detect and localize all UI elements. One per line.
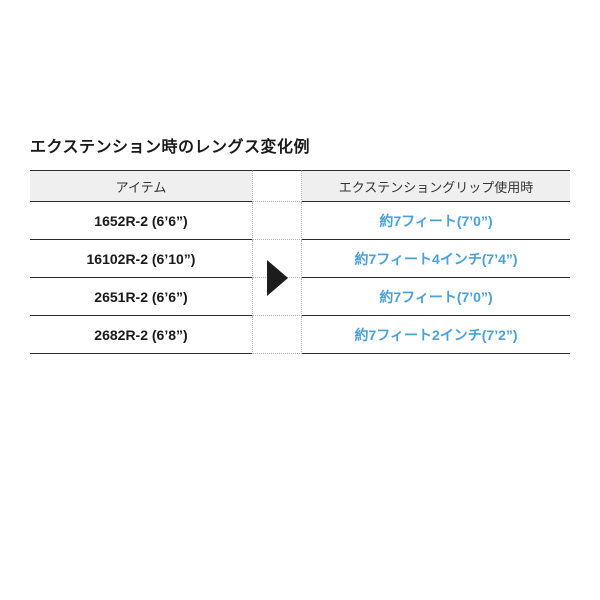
- table-middle-gap: [252, 170, 302, 202]
- item-value: 2651R-2 (6’6”): [94, 288, 188, 305]
- extended-value: 約7フィート(7’0”): [379, 212, 493, 229]
- column-header-extended: エクステンショングリップ使用時: [302, 170, 570, 202]
- extended-value: 約7フィート(7’0”): [379, 288, 493, 305]
- table-row-item: 1652R-2 (6’6”): [30, 202, 252, 240]
- table-row-item: 2682R-2 (6’8”): [30, 316, 252, 354]
- extended-value: 約7フィート4インチ(7’4”): [354, 250, 518, 267]
- item-value: 16102R-2 (6’10”): [86, 250, 196, 267]
- table-row-item: 16102R-2 (6’10”): [30, 240, 252, 278]
- table-middle-gap: [252, 202, 302, 240]
- table-middle-gap: [252, 240, 302, 278]
- table-row-extended: 約7フィート2インチ(7’2”): [302, 316, 570, 354]
- column-header-item: アイテム: [30, 170, 252, 202]
- length-change-table: アイテム エクステンショングリップ使用時 1652R-2 (6’6”) 約7フィ…: [30, 170, 570, 354]
- extended-value: 約7フィート2インチ(7’2”): [354, 326, 518, 343]
- table-middle-gap: [252, 278, 302, 316]
- table-middle-gap: [252, 316, 302, 354]
- table-row-item: 2651R-2 (6’6”): [30, 278, 252, 316]
- table-row-extended: 約7フィート4インチ(7’4”): [302, 240, 570, 278]
- item-value: 2682R-2 (6’8”): [94, 326, 188, 343]
- table-row-extended: 約7フィート(7’0”): [302, 202, 570, 240]
- item-value: 1652R-2 (6’6”): [94, 212, 188, 229]
- table-row-extended: 約7フィート(7’0”): [302, 278, 570, 316]
- page-title: エクステンション時のレングス変化例: [30, 139, 311, 156]
